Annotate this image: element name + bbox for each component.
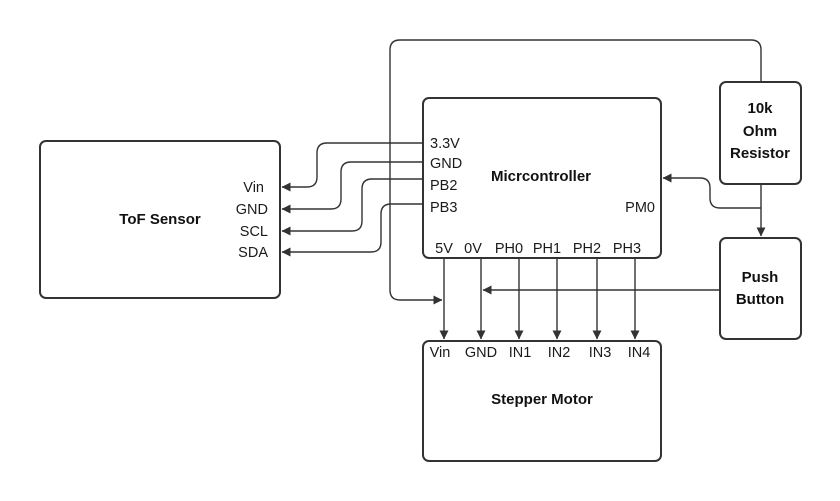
mcu-pin-pb3: PB3 xyxy=(430,200,457,216)
mcu-pin-5v: 5V xyxy=(435,241,453,257)
tof-pin-sda: SDA xyxy=(238,245,268,261)
mcu-pin-ph3: PH3 xyxy=(613,241,641,257)
tof-pin-gnd: GND xyxy=(236,202,268,218)
resistor-label-line1: 10k xyxy=(747,100,773,117)
mcu-pin-gnd: GND xyxy=(430,156,462,172)
microcontroller-box xyxy=(422,97,662,259)
motor-pin-vin: Vin xyxy=(430,345,451,361)
mcu-pin-0v: 0V xyxy=(464,241,482,257)
wire-3v3-to-vin xyxy=(281,142,423,192)
resistor-label-line2: Ohm xyxy=(743,123,777,140)
wire-pb2-to-scl xyxy=(281,178,423,236)
button-label-line2: Button xyxy=(736,291,784,308)
mcu-title: Micrcontroller xyxy=(491,168,591,185)
tof-sensor-title: ToF Sensor xyxy=(119,211,201,228)
stepper-motor-box xyxy=(422,340,662,462)
mcu-pin-pm0: PM0 xyxy=(625,200,655,216)
resistor-label-line3: Resistor xyxy=(730,145,790,162)
push-button-box xyxy=(719,237,802,340)
wire-resistor-to-motor-vin xyxy=(389,39,762,305)
wire-gnd-to-gnd xyxy=(281,161,423,214)
tof-pin-vin: Vin xyxy=(243,180,264,196)
mcu-pin-3v3: 3.3V xyxy=(430,136,460,152)
mcu-pin-ph0: PH0 xyxy=(495,241,523,257)
mcu-pin-ph1: PH1 xyxy=(533,241,561,257)
motor-pin-in3: IN3 xyxy=(589,345,612,361)
tof-sensor-box xyxy=(39,140,281,299)
motor-pin-in2: IN2 xyxy=(548,345,571,361)
wire-junction-to-pm0 xyxy=(662,173,761,209)
mcu-pin-pb2: PB2 xyxy=(430,178,457,194)
motor-pin-in1: IN1 xyxy=(509,345,532,361)
tof-pin-scl: SCL xyxy=(240,224,268,240)
mcu-pin-ph2: PH2 xyxy=(573,241,601,257)
motor-pin-gnd: GND xyxy=(465,345,497,361)
motor-title: Stepper Motor xyxy=(491,391,593,408)
wire-pb3-to-sda xyxy=(281,203,423,257)
button-label-line1: Push xyxy=(742,269,779,286)
motor-pin-in4: IN4 xyxy=(628,345,651,361)
